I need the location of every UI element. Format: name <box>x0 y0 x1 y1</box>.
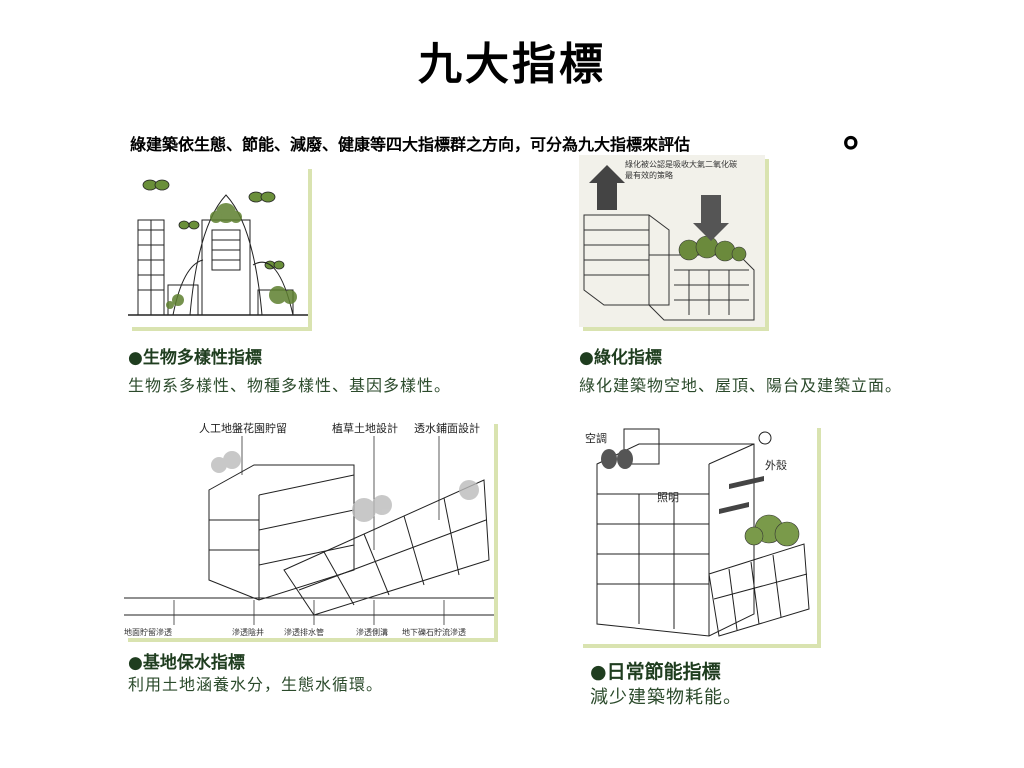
energy-label-ac: 空調 <box>585 431 607 445</box>
intro-text: 綠建築依生態、節能、減廢、健康等四大指標群之方向，可分為九大指標來評估 <box>130 135 691 154</box>
energy-label-light: 照明 <box>657 491 679 504</box>
bullet-icon: ● <box>590 661 607 683</box>
indicator-desc-biodiversity: 生物系多樣性、物種多樣性、基因多樣性。 <box>128 376 452 395</box>
greening-figure: 綠化被公認是吸收大氣二氧化碳 最有效的策略 <box>579 155 765 327</box>
indicator-desc-greening: 綠化建築物空地、屋頂、陽台及建築立面。 <box>579 376 903 395</box>
water-label-top-3: 透水鋪面設計 <box>414 421 480 435</box>
water-label-top-1: 人工地盤花園貯留 <box>199 422 287 435</box>
water-label-bottom-3: 滲透排水管 <box>284 627 324 637</box>
indicator-heading-water-retention: ●基地保水指標 <box>128 653 245 673</box>
slide-title: 九大指標 <box>418 39 606 90</box>
indicator-heading-biodiversity: ●生物多樣性指標 <box>128 348 262 368</box>
indicator-heading-greening: ●綠化指標 <box>579 348 662 368</box>
bullet-icon: ● <box>579 348 594 368</box>
greening-caption-1: 綠化被公認是吸收大氣二氧化碳 <box>625 159 737 169</box>
bullet-icon: ● <box>128 653 143 673</box>
greening-caption-2: 最有效的策略 <box>625 170 673 180</box>
energy-label-shell: 外殼 <box>765 459 787 472</box>
water-label-bottom-1: 地面貯留滲透 <box>124 627 172 637</box>
intro-trailing-mark: 。 <box>843 110 883 156</box>
water-label-top-2: 植草土地設計 <box>332 421 398 435</box>
biodiversity-figure <box>128 165 308 327</box>
indicator-desc-energy: 減少建築物耗能。 <box>590 687 742 708</box>
energy-figure: 空調 外殼 照明 <box>579 424 817 644</box>
greening-sketch: 綠化被公認是吸收大氣二氧化碳 最有效的策略 <box>579 155 765 327</box>
indicator-heading-energy: ●日常節能指標 <box>590 661 721 683</box>
water-retention-figure: 人工地盤花園貯留 植草土地設計 透水鋪面設計 <box>124 420 494 638</box>
water-retention-sketch: 人工地盤花園貯留 植草土地設計 透水鋪面設計 <box>124 420 494 638</box>
water-label-bottom-2: 滲透陰井 <box>232 627 264 637</box>
bullet-icon: ● <box>128 348 143 368</box>
biodiversity-sketch <box>128 165 308 327</box>
water-label-bottom-4: 滲透側溝 <box>356 627 388 637</box>
indicator-desc-water-retention: 利用土地涵養水分，生態水循環。 <box>128 675 384 694</box>
energy-sketch: 空調 外殼 照明 <box>579 424 817 644</box>
water-label-bottom-5: 地下礫石貯流滲透 <box>402 627 466 637</box>
